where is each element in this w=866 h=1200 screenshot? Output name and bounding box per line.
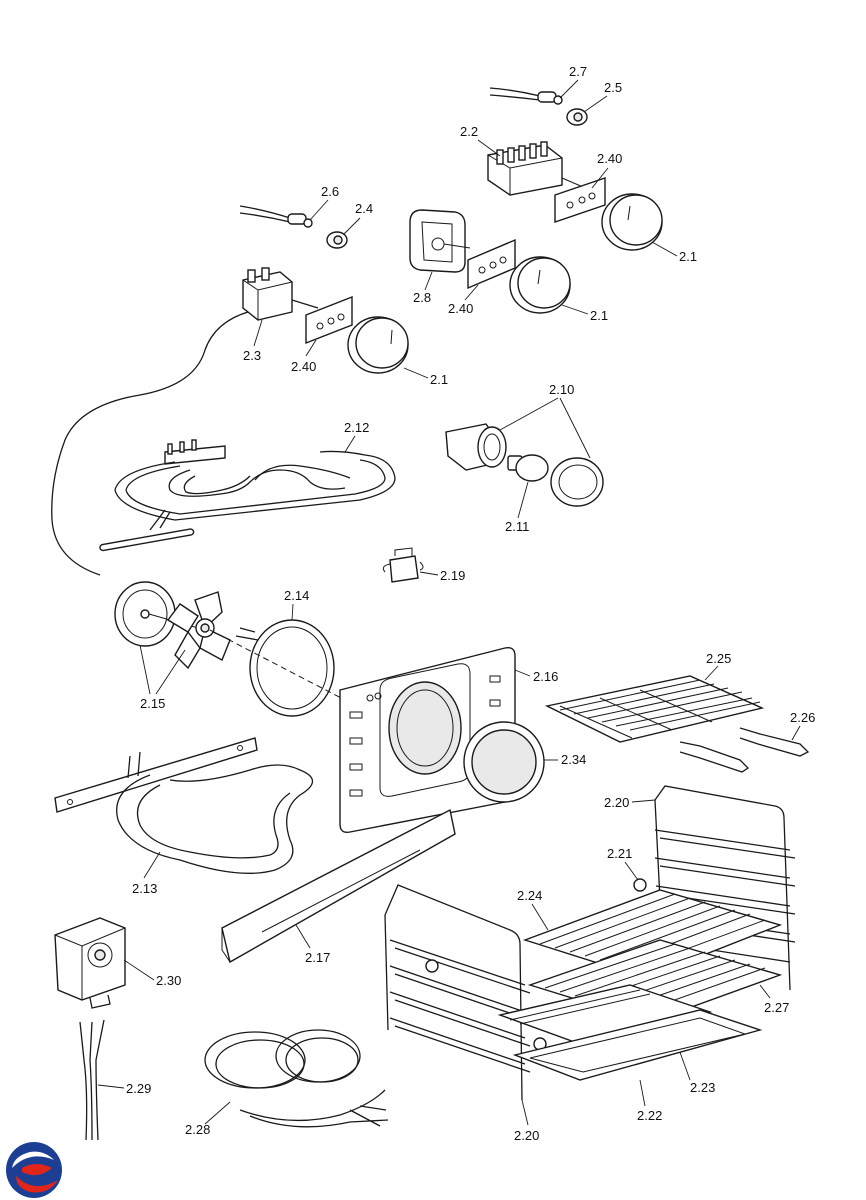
part-2-10-oven-lamp (445, 423, 604, 507)
label-2-30: 2.30 (156, 973, 181, 988)
part-2-15-fan-motor (114, 581, 231, 670)
label-2-1-b: 2.1 (590, 308, 608, 323)
part-2-40-a-bracket (554, 177, 606, 223)
part-2-11-bulb (507, 454, 549, 482)
label-2-17: 2.17 (305, 950, 330, 965)
brand-logo (6, 1142, 62, 1198)
label-2-20-a: 2.20 (604, 795, 629, 810)
label-2-13: 2.13 (132, 881, 157, 896)
label-2-6: 2.6 (321, 184, 339, 199)
label-2-2: 2.2 (460, 124, 478, 139)
label-2-11: 2.11 (505, 519, 529, 534)
part-2-25-wire-shelf (544, 675, 765, 743)
part-2-29-power-cable (79, 1019, 105, 1141)
label-2-20-b: 2.20 (514, 1128, 539, 1143)
label-2-23: 2.23 (690, 1080, 715, 1095)
label-2-1-c: 2.1 (430, 372, 448, 387)
label-2-34: 2.34 (561, 752, 586, 767)
part-2-19-clip (382, 547, 424, 583)
label-2-8: 2.8 (413, 290, 431, 305)
label-2-25: 2.25 (706, 651, 731, 666)
part-2-40-c-bracket (305, 295, 353, 345)
label-2-4: 2.4 (355, 201, 373, 216)
label-2-16: 2.16 (533, 669, 558, 684)
part-2-7-neon-lamp-lead (489, 87, 563, 105)
part-2-40-b-bracket (467, 238, 516, 290)
part-2-4-indicator-lamp (326, 231, 348, 249)
label-2-1-a: 2.1 (679, 249, 697, 264)
part-2-20-a-side-frame (654, 785, 796, 991)
part-2-3-thermostat (51, 267, 319, 576)
part-2-5-indicator-lamp (566, 108, 588, 126)
label-2-29: 2.29 (126, 1081, 151, 1096)
part-2-22-baking-tray (512, 1009, 763, 1081)
part-2-2-selector-switch (487, 141, 591, 196)
part-2-13-lower-element (54, 737, 314, 874)
label-2-3: 2.3 (243, 348, 261, 363)
label-2-12: 2.12 (344, 420, 369, 435)
label-2-14: 2.14 (284, 588, 309, 603)
label-2-40-a: 2.40 (597, 151, 622, 166)
part-2-14-circular-element (209, 619, 346, 717)
label-2-5: 2.5 (604, 80, 622, 95)
part-2-6-neon-lamp-lead (239, 205, 313, 228)
part-2-12-grill-element (114, 439, 396, 531)
part-2-8-energy-regulator (409, 209, 471, 273)
label-2-7: 2.7 (569, 64, 587, 79)
label-2-40-c: 2.40 (291, 359, 316, 374)
label-2-22: 2.22 (637, 1108, 662, 1123)
label-2-24: 2.24 (517, 888, 542, 903)
part-2-21-screw (633, 878, 647, 892)
label-2-40-b: 2.40 (448, 301, 473, 316)
part-2-1-c-knob (347, 316, 409, 374)
part-2-34-cover-plate (463, 721, 545, 803)
part-2-17-side-rail (221, 808, 456, 964)
label-2-15: 2.15 (140, 696, 165, 711)
label-2-26: 2.26 (790, 710, 815, 725)
part-2-26-shelf-runner (679, 727, 810, 773)
part-2-1-a-knob (601, 193, 663, 251)
part-2-23-shelf (497, 984, 713, 1045)
label-2-27: 2.27 (764, 1000, 789, 1015)
label-2-28: 2.28 (185, 1122, 210, 1137)
part-2-30-spit-motor (54, 917, 126, 1009)
part-2-20-b-side-frame (384, 884, 547, 1101)
label-2-10: 2.10 (549, 382, 574, 397)
label-2-21: 2.21 (607, 846, 632, 861)
part-2-28-wiring-harness (204, 1029, 389, 1128)
label-2-19: 2.19 (440, 568, 465, 583)
part-2-1-b-knob (509, 256, 571, 314)
